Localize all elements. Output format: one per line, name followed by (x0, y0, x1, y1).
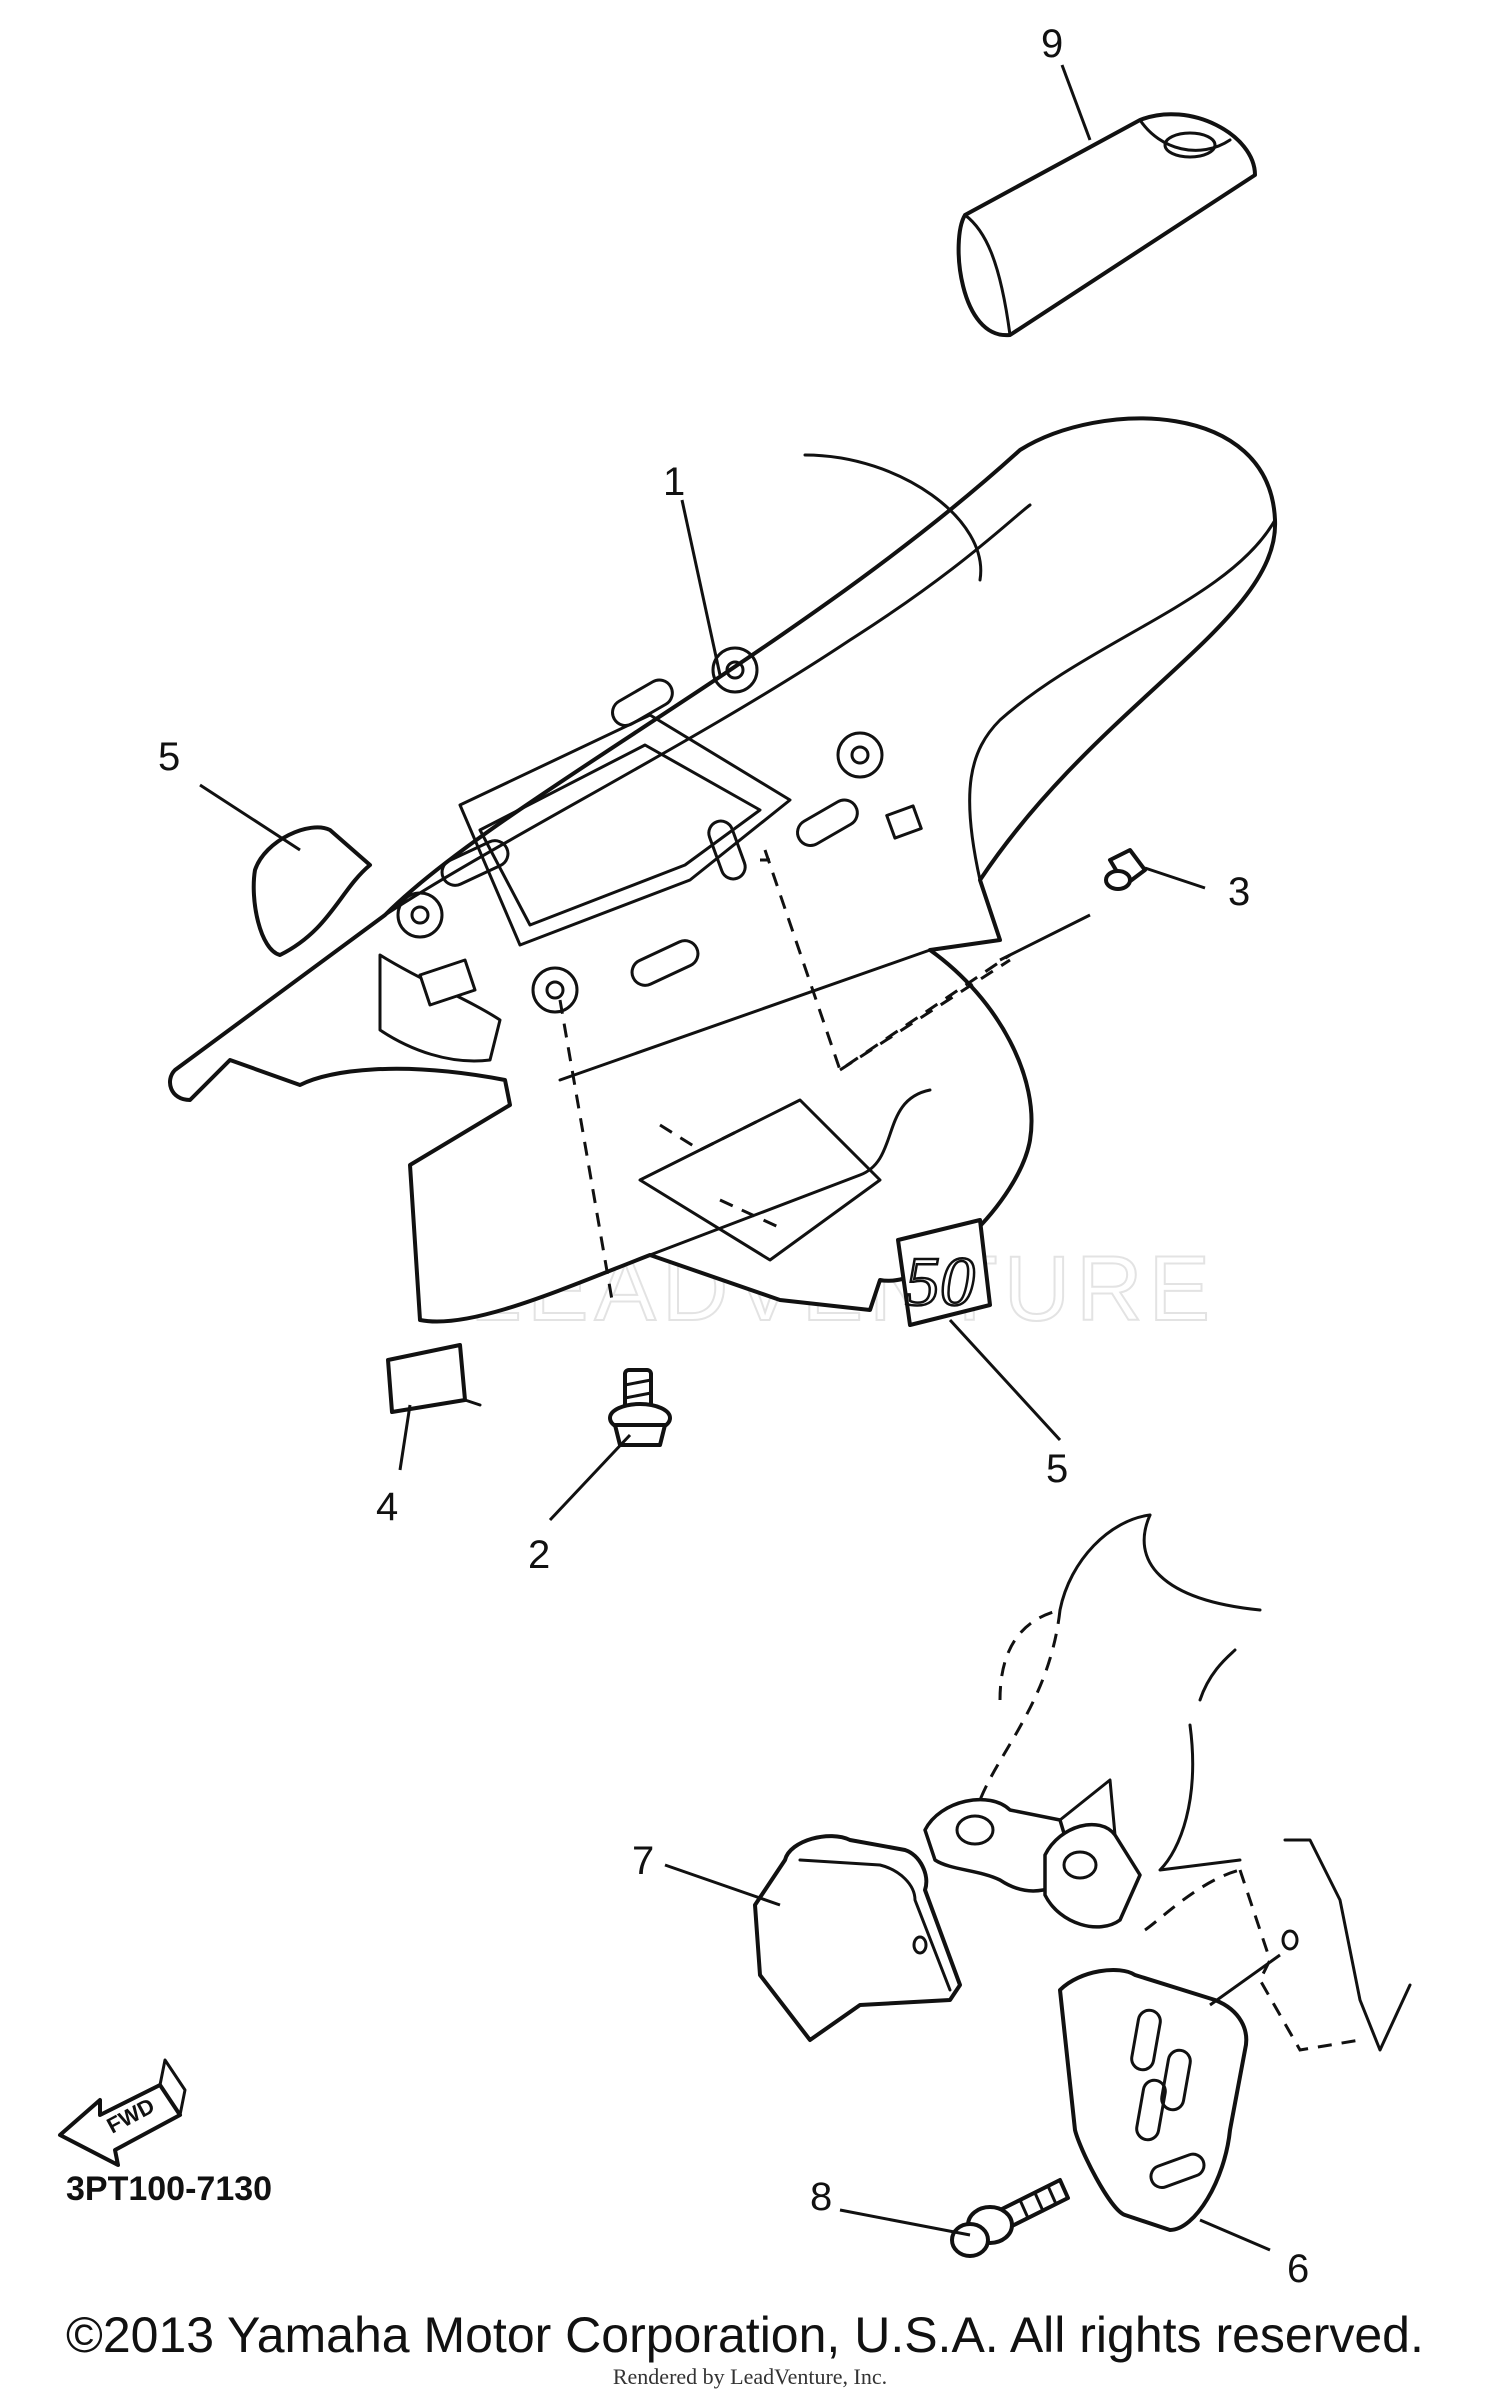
frame-section (923, 1513, 1412, 2052)
part-1-rear-fender (168, 416, 1278, 1324)
callout-4: 4 (376, 1485, 398, 1529)
fwd-arrow-icon: FWD (58, 2058, 187, 2167)
part-5-emblem: 50 (896, 1218, 992, 1327)
callouts: 9 1 5 3 4 2 5 7 8 6 (158, 22, 1309, 2291)
callout-1: 1 (663, 460, 685, 504)
callout-3: 3 (1228, 870, 1250, 914)
part-5-left (251, 825, 372, 957)
callout-9: 9 (1041, 22, 1063, 66)
callout-2: 2 (528, 1533, 550, 1577)
copyright-text: ©2013 Yamaha Motor Corporation, U.S.A. A… (66, 2307, 1424, 2363)
callout-5-left: 5 (158, 735, 180, 779)
part-3-bolt (1104, 848, 1147, 891)
rendered-by-text: Rendered by LeadVenture, Inc. (612, 2364, 888, 2389)
callout-7: 7 (632, 1839, 654, 1883)
diagram-code: 3PT100-7130 (66, 2170, 273, 2208)
part-4-plate (386, 1343, 482, 1414)
callout-5-emblem: 5 (1046, 1447, 1068, 1491)
part-7-bracket (753, 1834, 962, 2042)
part-9-pad (956, 112, 1257, 338)
callout-6: 6 (1287, 2247, 1309, 2291)
callout-8: 8 (810, 2175, 832, 2219)
part-6-plate (1058, 1968, 1249, 2232)
part-8-screw (950, 2178, 1070, 2258)
leader-lines (199, 64, 1281, 2252)
part-2-screw (608, 1368, 672, 1447)
emblem-text: 50 (905, 1244, 975, 1321)
